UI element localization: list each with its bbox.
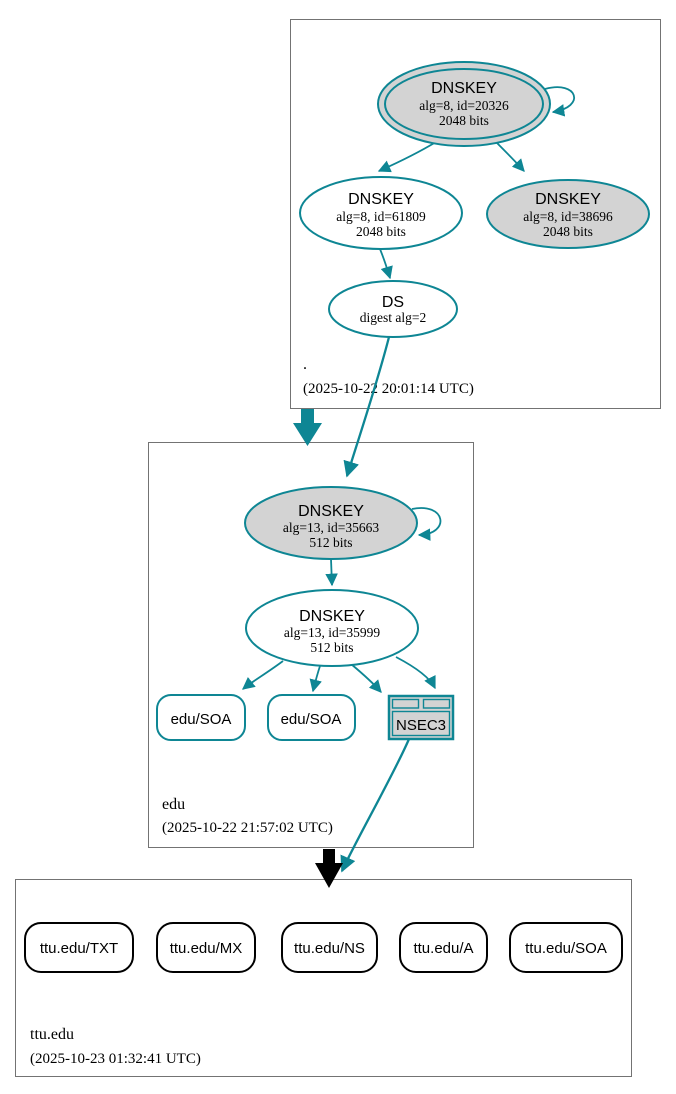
dnskey-ellipse — [244, 486, 418, 560]
node-edu-soa-2[interactable]: edu/SOA — [267, 694, 356, 741]
rrset-rect — [156, 694, 246, 741]
node-detail-alg: alg=8, id=38696 — [523, 209, 613, 224]
edge-root-ksk-to-key38696 — [496, 142, 525, 172]
delegation-arrow-edu-to-ttu — [315, 849, 343, 888]
zone-label-root: . — [303, 356, 307, 373]
zone-box-root — [290, 19, 661, 409]
node-root-ds[interactable]: DS digest alg=2 — [328, 280, 458, 338]
node-ttu-ns[interactable]: ttu.edu/NS — [281, 922, 378, 973]
edge-edu-zsk-to-nsec3-left — [350, 663, 382, 693]
node-detail-alg: alg=13, id=35999 — [284, 625, 380, 640]
rrset-label: ttu.edu/MX — [170, 940, 243, 957]
nsec3-port-right — [422, 698, 451, 709]
node-edu-nsec3[interactable]: NSEC3 — [387, 694, 455, 741]
node-detail-alg: alg=13, id=35663 — [283, 520, 379, 535]
edge-edu-zsk-to-soa1 — [242, 660, 284, 690]
dnskey-ellipse-inner — [384, 68, 544, 140]
node-edu-dnskey-ksk[interactable]: DNSKEY alg=13, id=35663 512 bits — [244, 486, 418, 560]
node-detail-alg: alg=8, id=20326 — [419, 98, 509, 113]
node-detail-bits: 2048 bits — [543, 224, 593, 239]
edge-root-zsk-to-ds — [379, 248, 393, 280]
zone-box-edu — [148, 442, 474, 848]
rrset-rect — [156, 922, 256, 973]
node-ttu-txt[interactable]: ttu.edu/TXT — [24, 922, 134, 973]
node-ttu-a[interactable]: ttu.edu/A — [399, 922, 488, 973]
edge-edu-ksk-self-loop — [411, 507, 442, 541]
node-ttu-soa[interactable]: ttu.edu/SOA — [509, 922, 623, 973]
edge-edu-zsk-to-soa2 — [309, 665, 322, 693]
node-root-dnskey-zsk[interactable]: DNSKEY alg=8, id=61809 2048 bits — [299, 176, 463, 250]
nsec3-label: NSEC3 — [396, 717, 446, 734]
node-title: DNSKEY — [299, 608, 365, 625]
rrset-label: edu/SOA — [171, 711, 232, 728]
rrset-label: edu/SOA — [281, 711, 342, 728]
node-detail-bits: 512 bits — [310, 640, 353, 655]
dnskey-ellipse-outer — [377, 61, 551, 147]
edge-root-ds-to-edu-ksk — [343, 336, 391, 478]
rrset-rect — [399, 922, 488, 973]
node-edu-dnskey-zsk[interactable]: DNSKEY alg=13, id=35999 512 bits — [245, 589, 419, 667]
node-title: DNSKEY — [298, 503, 364, 520]
dnskey-ellipse — [245, 589, 419, 667]
dnskey-ellipse — [486, 179, 650, 249]
edge-root-ksk-self-loop — [544, 86, 575, 117]
node-title: DS — [382, 294, 404, 311]
rrset-rect — [509, 922, 623, 973]
node-ttu-mx[interactable]: ttu.edu/MX — [156, 922, 256, 973]
dnskey-ellipse — [299, 176, 463, 250]
edge-edu-nsec3-to-ttu-zone — [340, 738, 411, 873]
edge-edu-ksk-to-zsk — [325, 558, 338, 587]
delegation-arrow-root-to-edu — [293, 409, 322, 446]
zone-label-ttu-edu: ttu.edu — [30, 1026, 74, 1043]
node-detail-bits: 2048 bits — [356, 224, 406, 239]
node-root-dnskey-38696[interactable]: DNSKEY alg=8, id=38696 2048 bits — [486, 179, 650, 249]
node-detail-alg: alg=8, id=61809 — [336, 209, 426, 224]
node-title: DNSKEY — [348, 191, 414, 208]
rrset-label: ttu.edu/SOA — [525, 940, 607, 957]
node-detail-bits: 2048 bits — [439, 113, 489, 128]
node-edu-soa-1[interactable]: edu/SOA — [156, 694, 246, 741]
rrset-label: ttu.edu/NS — [294, 940, 365, 957]
rrset-rect — [267, 694, 356, 741]
zone-label-edu: edu — [162, 796, 185, 813]
edge-root-ksk-to-zsk — [377, 141, 437, 173]
rrset-rect — [24, 922, 134, 973]
nsec3-label-cell — [391, 710, 451, 737]
zone-timestamp-ttu-edu: (2025-10-23 01:32:41 UTC) — [30, 1051, 201, 1067]
edges — [242, 86, 575, 873]
zone-timestamp-root: (2025-10-22 20:01:14 UTC) — [303, 381, 474, 397]
nsec3-port-left — [391, 698, 420, 709]
rrset-label: ttu.edu/TXT — [40, 940, 118, 957]
rrset-rect — [281, 922, 378, 973]
edge-edu-zsk-to-nsec3-right — [395, 656, 436, 690]
node-title: DNSKEY — [431, 80, 497, 97]
ds-ellipse — [328, 280, 458, 338]
rrset-label: ttu.edu/A — [413, 940, 473, 957]
node-root-dnskey-ksk[interactable]: DNSKEY alg=8, id=20326 2048 bits — [377, 61, 551, 147]
zone-timestamp-edu: (2025-10-22 21:57:02 UTC) — [162, 820, 333, 836]
node-detail-bits: 512 bits — [309, 535, 352, 550]
node-detail-digest: digest alg=2 — [360, 310, 426, 325]
zone-box-ttu-edu — [15, 879, 632, 1077]
node-title: DNSKEY — [535, 191, 601, 208]
